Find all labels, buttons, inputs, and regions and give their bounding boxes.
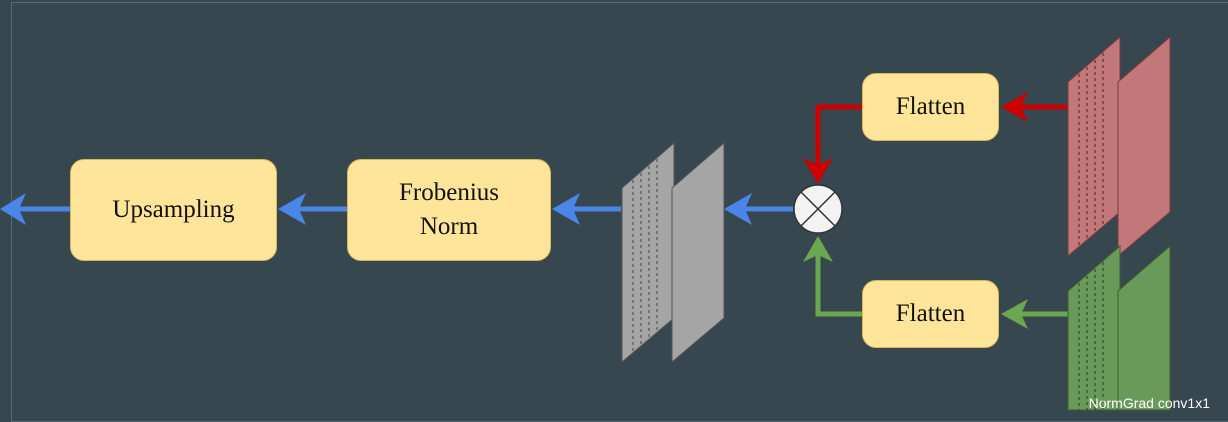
figure-caption: NormGrad conv1x1 bbox=[1088, 395, 1210, 411]
frobenius-norm-box: Frobenius Norm bbox=[347, 159, 551, 261]
feature-map-stack-gray bbox=[621, 141, 725, 364]
arrow-operator-to-stack bbox=[724, 193, 793, 225]
flatten-bottom-label: Flatten bbox=[895, 300, 966, 327]
arrow-flatten-top-to-operator bbox=[803, 104, 862, 184]
arrow-out-left bbox=[0, 193, 70, 225]
feature-map-stack-green bbox=[1067, 244, 1171, 411]
upsampling-box: Upsampling bbox=[70, 159, 277, 261]
flatten-bottom-box: Flatten bbox=[862, 280, 999, 348]
circled-times-icon bbox=[793, 184, 843, 234]
frobenius-label-line2: Norm bbox=[419, 213, 479, 240]
arrow-stack-to-frobenius bbox=[552, 193, 621, 225]
arrow-frobenius-to-upsampling bbox=[278, 193, 347, 225]
feature-map-stack-red bbox=[1067, 35, 1171, 258]
flatten-top-label: Flatten bbox=[895, 93, 966, 120]
arrow-red-to-flatten-top bbox=[1001, 92, 1068, 122]
arrow-green-to-flatten-bottom bbox=[1001, 299, 1068, 329]
frobenius-label-line1: Frobenius bbox=[399, 179, 499, 206]
flatten-top-box: Flatten bbox=[862, 73, 999, 141]
upsampling-label: Upsampling bbox=[112, 196, 235, 223]
arrow-flatten-bottom-to-operator bbox=[803, 236, 862, 317]
